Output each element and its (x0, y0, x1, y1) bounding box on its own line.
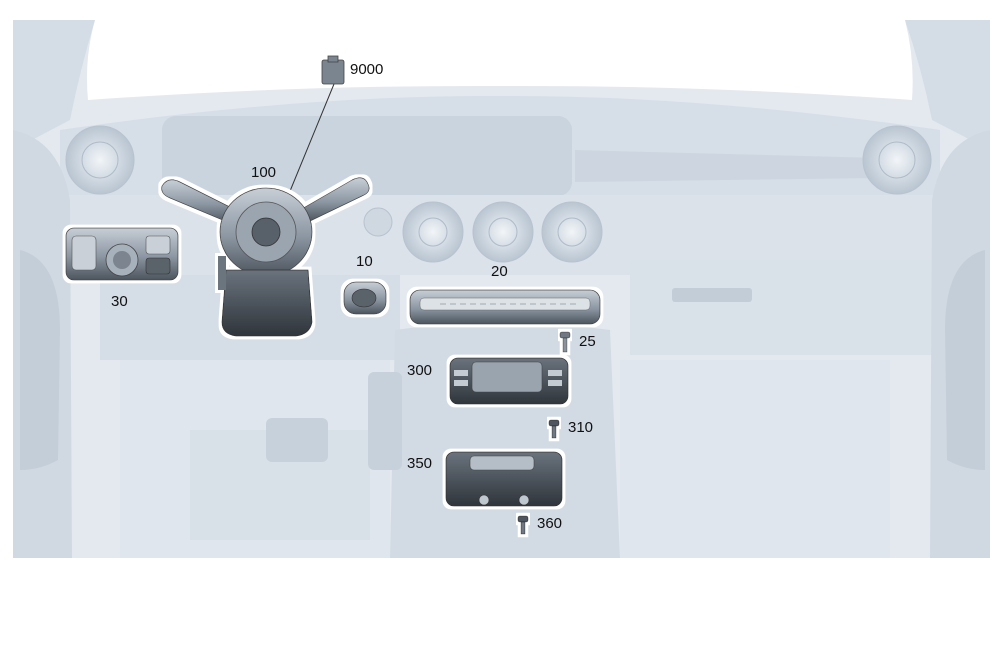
leader-line-9000 (287, 83, 335, 197)
callout-label-300: 300 (407, 362, 433, 379)
callout-label-100: 100 (251, 164, 277, 181)
callout-label-350: 350 (407, 455, 433, 472)
callout-label-10: 10 (356, 253, 373, 270)
callout-label-360: 360 (537, 515, 563, 532)
callout-label-20: 20 (491, 263, 508, 280)
control-panel-part-20 (409, 289, 601, 325)
callout-label-310: 310 (568, 419, 594, 436)
callout-label-25: 25 (579, 333, 596, 350)
screw-part-25 (559, 331, 571, 353)
console-unit-part-350 (445, 451, 563, 507)
connector-icon-9000 (321, 55, 345, 85)
light-switch-panel-part-30 (65, 227, 179, 281)
start-stop-switch-part-10 (343, 281, 387, 315)
interior-background (13, 20, 990, 558)
callout-label-9000: 9000 (350, 61, 384, 78)
climate-control-part-300 (449, 357, 569, 405)
steering-column-switch-part-100 (161, 177, 370, 337)
screw-part-360 (517, 515, 529, 535)
screw-part-310 (548, 419, 560, 439)
callout-label-30: 30 (111, 293, 128, 310)
